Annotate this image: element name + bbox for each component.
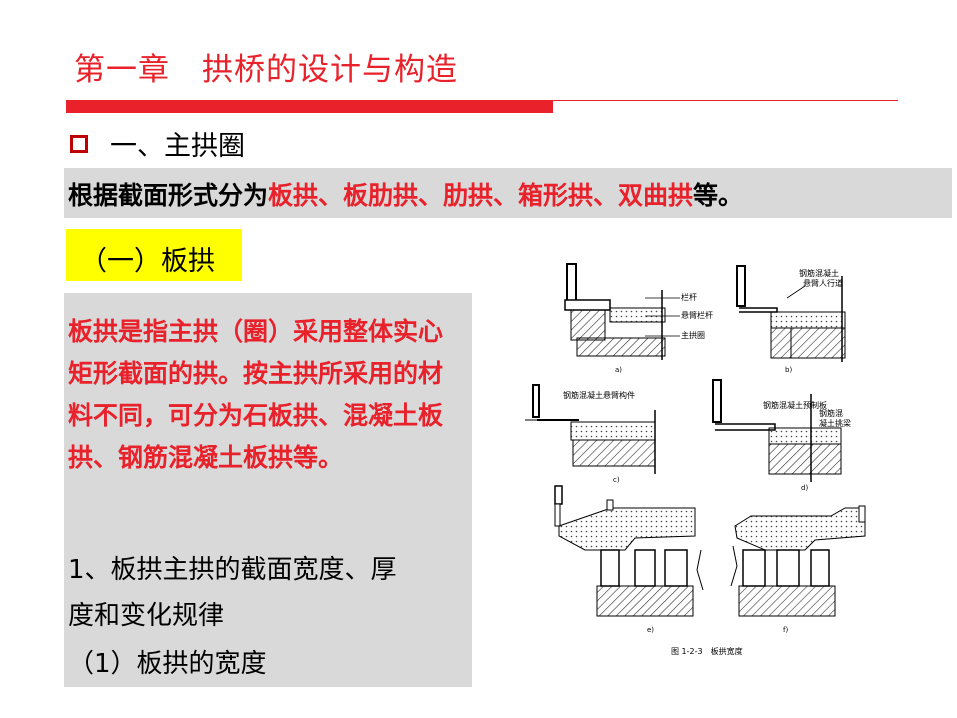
point1-line2: 度和变化规律: [68, 601, 225, 631]
label-b: 钢筋混凝土悬臂人行道: [799, 268, 843, 288]
figure-caption: 图 1-2-3 板拱宽度: [671, 646, 743, 656]
detail-b: 钢筋混凝土悬臂人行道 b): [736, 265, 846, 374]
intro-text: 根据截面形式分为板拱、板肋拱、肋拱、箱形拱、双曲拱等。: [68, 176, 743, 212]
detail-c: 钢筋混凝土悬臂构件 c): [525, 384, 656, 484]
detail-e: e): [554, 485, 704, 634]
caption-b: b): [785, 366, 792, 374]
point1-line1: 1、板拱主拱的截面宽度、厚: [68, 555, 397, 585]
title-rule-thin: [66, 100, 898, 101]
caption-c: c): [613, 476, 620, 484]
subheading-text: （一）板拱: [80, 246, 215, 277]
label-main-arch: 主拱圈: [681, 330, 705, 340]
label-cantilever: 悬臂栏杆: [681, 310, 713, 320]
definition-text: 板拱是指主拱（圈）采用整体实心矩形截面的拱。按主拱所采用的材料不同，可分为石板拱…: [68, 317, 444, 472]
intro-lead: 根据截面形式分为: [68, 181, 269, 210]
intro-band: 根据截面形式分为板拱、板肋拱、肋拱、箱形拱、双曲拱等。: [64, 168, 952, 218]
section-heading-text: 一、主拱圈: [110, 131, 245, 162]
subheading-tag: （一）板拱: [66, 229, 242, 281]
description-box: 板拱是指主拱（圈）采用整体实心矩形截面的拱。按主拱所采用的材料不同，可分为石板拱…: [64, 293, 472, 687]
detail-d: 钢筋混凝土预制板 钢筋混凝土挑梁 d): [712, 379, 851, 492]
arch-width-figure: 栏杆 悬臂栏杆 主拱圈 a) 钢筋混凝土悬臂人行道 b) 钢筋混凝土悬臂构件 c…: [525, 263, 866, 656]
label-railing: 栏杆: [681, 292, 697, 302]
detail-a: 栏杆 悬臂栏杆 主拱圈 a): [564, 263, 713, 374]
detail-f: f): [730, 505, 866, 634]
point1-1-text: （1）板拱的宽度: [68, 649, 267, 679]
page-title: 第一章 拱桥的设计与构造: [74, 52, 458, 88]
caption-a: a): [615, 366, 622, 374]
label-d1: 钢筋混凝土预制板: [763, 400, 827, 410]
caption-f: f): [783, 626, 788, 634]
intro-tail: 等。: [693, 181, 744, 210]
label-c: 钢筋混凝土悬臂构件: [563, 390, 635, 400]
square-bullet-icon: [70, 134, 88, 153]
title-rule-thick: [66, 101, 553, 113]
caption-e: e): [647, 626, 654, 634]
caption-d: d): [801, 484, 808, 492]
intro-types: 板拱、板肋拱、肋拱、箱形拱、双曲拱: [268, 181, 694, 210]
label-d2: 钢筋混凝土挑梁: [819, 408, 851, 428]
section-heading: 一、主拱圈: [70, 124, 245, 163]
